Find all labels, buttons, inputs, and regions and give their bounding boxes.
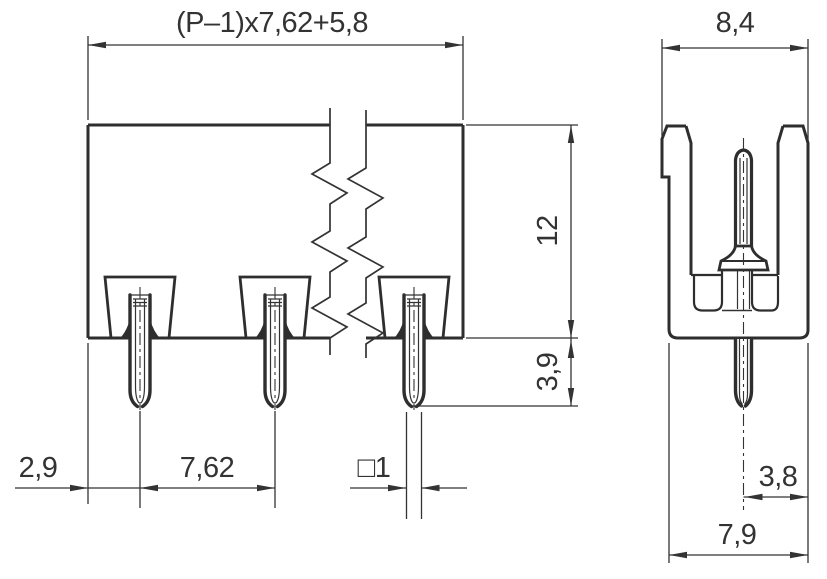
dimension-lines [668, 343, 808, 563]
side-inner-walls [684, 125, 785, 275]
front-pin-1 [119, 287, 161, 410]
pin-inner-lines [738, 339, 749, 405]
dimension-lines [466, 124, 578, 339]
dimension-pin-center-to-edge: 3,8 [743, 343, 809, 563]
pin-inner-lines [739, 158, 748, 244]
front-pin-3 [393, 287, 435, 410]
pin-collar-wedge-right [424, 320, 435, 340]
pin-inner-lines [134, 299, 146, 404]
dimension-lines [350, 412, 467, 519]
pin-edges [128, 293, 152, 409]
dimension-arrows [388, 484, 440, 492]
break-line-left [310, 108, 349, 355]
side-overall-width-label: 8,4 [716, 7, 755, 39]
front-pin-2 [254, 287, 296, 410]
pitch-label: 7,62 [180, 452, 234, 484]
dimension-base-width: 7,9 [668, 343, 808, 563]
dimension-lines [15, 343, 276, 508]
break-line-right [346, 110, 385, 358]
side-pin-passthrough [736, 271, 751, 309]
pin-center-to-edge-label: 3,8 [759, 461, 798, 493]
dimension-arrows [662, 44, 808, 52]
overall-width-label: (P–1)x7,62+5,8 [176, 7, 368, 39]
dimension-arrows [567, 340, 575, 406]
pin-collar-wedge-left [119, 320, 130, 340]
dimension-lines [87, 36, 464, 120]
side-slot-left [692, 271, 724, 312]
body-height-label: 12 [532, 215, 564, 246]
pin-protrusion-label: 3,9 [532, 353, 564, 392]
pin-collar-wedge-right [285, 320, 296, 340]
pin-collar-wedge-left [393, 320, 404, 340]
pin-edges [733, 337, 754, 408]
base-width-label: 7,9 [718, 519, 757, 551]
dimension-pin-protrusion: 3,9 [413, 338, 578, 407]
dimension-lines [661, 39, 809, 140]
pin-edges [263, 293, 287, 409]
front-body-outline [86, 123, 465, 340]
side-housing-outline [660, 124, 810, 340]
pin-cross-section-label: □1 [358, 452, 391, 484]
pin-inner-lines [269, 299, 281, 404]
dimension-arrows [744, 493, 808, 501]
side-view: 8,4 3,8 7,9 [660, 7, 810, 563]
pin-collar-wedge-left [254, 320, 265, 340]
front-view: (P–1)x7,62+5,8 12 3,9 2,9 7,62 □1 [15, 7, 578, 519]
dimension-edge-and-pitch: 2,9 7,62 [15, 343, 276, 508]
edge-to-pin-label: 2,9 [19, 452, 58, 484]
side-slot-right [750, 271, 780, 312]
dimension-overall-width: (P–1)x7,62+5,8 [87, 7, 464, 120]
dimension-body-height: 12 [466, 124, 578, 339]
dimension-side-overall-width: 8,4 [661, 7, 809, 140]
dimension-pin-cross-section: □1 [350, 412, 467, 519]
pin-inner-lines [408, 299, 420, 404]
pin-collar-wedge-right [150, 320, 161, 340]
